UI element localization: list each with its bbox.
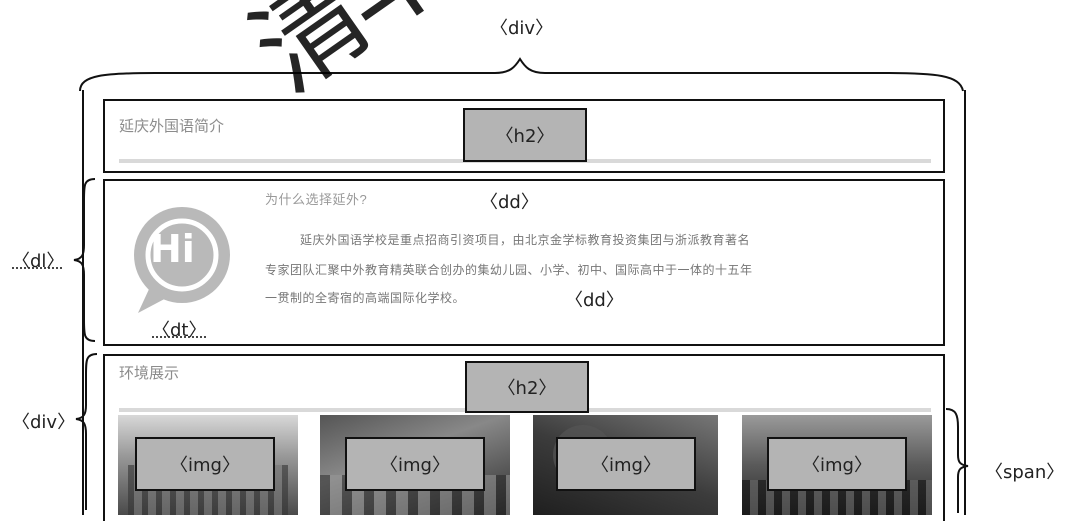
hi-logo-icon (134, 207, 230, 313)
dl-label: 〈dl〉 (12, 251, 65, 272)
span-label: 〈span〉 (985, 462, 1065, 483)
intro-paragraph-line-2: 专家团队汇聚中外教育精英联合创办的集幼儿园、小学、初中、国际高中于一体的十五年 (265, 263, 753, 277)
intro-dl-panel: Hi 为什么选择延外? 延庆外国语学校是重点招商引资项目，由北京金学标教育投资集… (103, 179, 945, 346)
intro-question: 为什么选择延外? (265, 192, 368, 207)
intro-paragraph-line-1: 延庆外国语学校是重点招商引资项目，由北京金学标教育投资集团与浙派教育著名 (300, 233, 751, 247)
img-tag-3: 〈img〉 (556, 437, 696, 491)
dd-title-label: 〈dd〉 (480, 192, 539, 213)
h2-header-tag: 〈h2〉 (463, 108, 587, 162)
dt-label: 〈dt〉 (152, 320, 207, 341)
header-title: 延庆外国语简介 (119, 118, 225, 135)
env-div-label: 〈div〉 (12, 412, 76, 433)
dd-body-label: 〈dd〉 (565, 290, 624, 311)
top-div-brace (79, 57, 964, 92)
dl-brace (73, 178, 96, 342)
img-tag-1: 〈img〉 (135, 437, 275, 491)
span-brace (945, 408, 969, 513)
intro-paragraph-line-3: 一贯制的全寄宿的高端国际化学校。 (265, 291, 466, 305)
img-tag-4: 〈img〉 (767, 437, 907, 491)
hi-logo-text: Hi (150, 227, 195, 271)
h2-environment-tag: 〈h2〉 (465, 361, 589, 413)
img-tag-2: 〈img〉 (345, 437, 485, 491)
env-div-brace (75, 353, 98, 510)
environment-title: 环境展示 (119, 365, 180, 382)
top-div-label: 〈div〉 (490, 18, 554, 39)
